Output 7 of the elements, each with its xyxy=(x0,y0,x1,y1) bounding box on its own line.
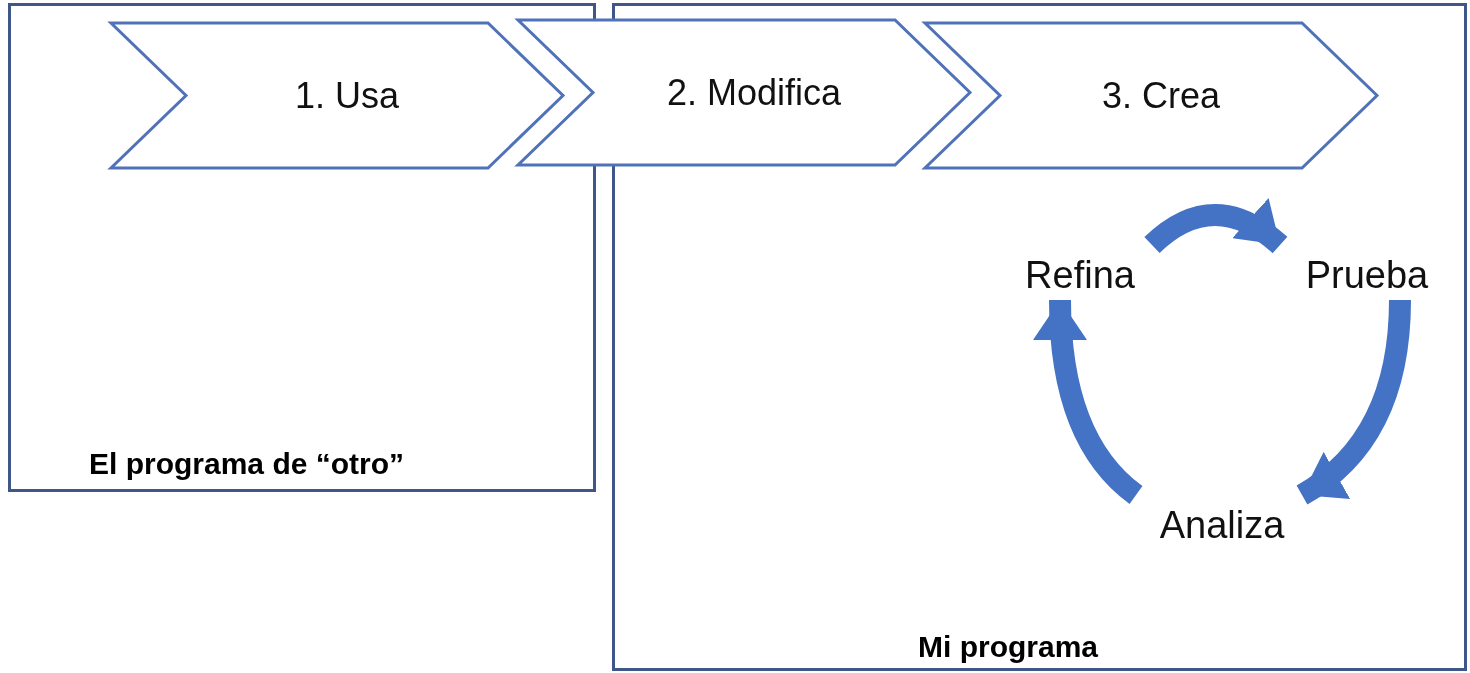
cycle-step-label: Refina xyxy=(1025,254,1135,297)
panel-heading: El programa de “otro” xyxy=(88,447,406,481)
curved-arrow xyxy=(1296,299,1411,505)
panel-heading: Mi programa xyxy=(917,630,1100,664)
cycle-step-label: Analiza xyxy=(1159,504,1285,547)
cycle-step-label: Prueba xyxy=(1305,254,1429,297)
curved-arrow xyxy=(1033,299,1143,504)
